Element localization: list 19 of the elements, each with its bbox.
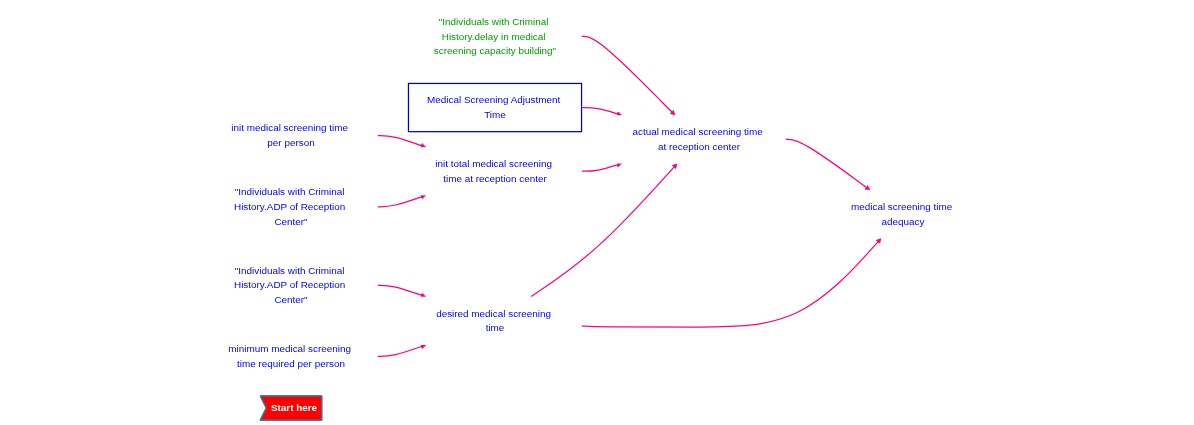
node-text: minimum medical screening time required per person	[228, 343, 351, 369]
arrow	[376, 284, 427, 298]
arrow	[580, 35, 676, 116]
arrow	[376, 194, 427, 208]
node-text: init medical screening time per person	[231, 122, 348, 149]
node-text: "Individuals with Criminal History.ADP of Reception Center"	[234, 186, 346, 227]
node-text: "Individuals with Criminal History.ADP of Reception Center"	[234, 264, 346, 306]
node-text: actual medical screening time at reception center	[632, 126, 763, 152]
arrow	[580, 162, 622, 172]
arrow	[784, 138, 871, 191]
arrow	[580, 238, 882, 328]
node-text: "Individuals with Criminal History.delay in medical screening capacity building"	[433, 16, 557, 57]
arrow	[376, 344, 427, 357]
arrow	[530, 163, 678, 298]
arrow	[376, 135, 427, 149]
node-text: medical screening time adequacy	[851, 201, 953, 227]
node-text: init total medical screening time at reception center	[435, 158, 552, 184]
node-box: Medical Screening Adjustment Time	[407, 82, 583, 133]
node-text: desired medical screening time	[436, 307, 552, 334]
